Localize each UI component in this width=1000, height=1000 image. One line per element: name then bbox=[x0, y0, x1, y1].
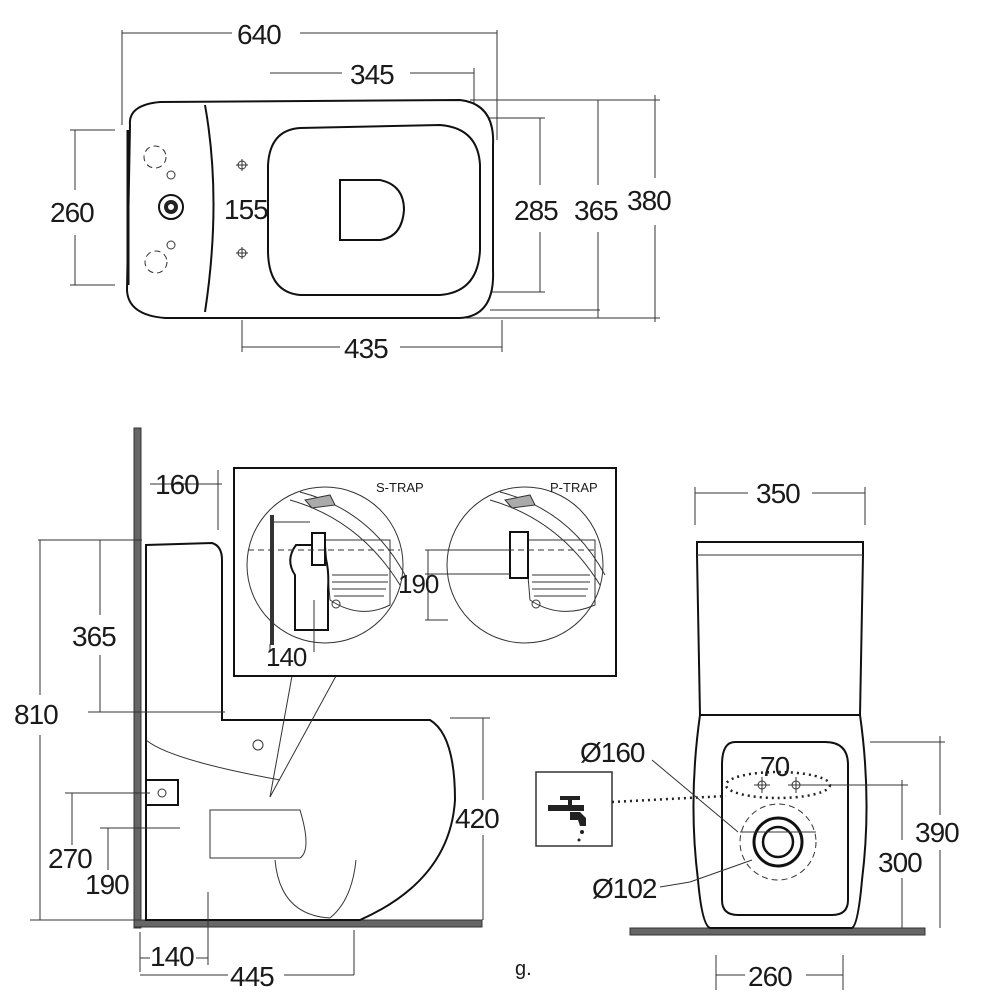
dim-overall-width: 380 bbox=[627, 185, 671, 216]
dim-fixing-to-front: 435 bbox=[344, 333, 388, 364]
dim-tank-height: 365 bbox=[72, 621, 116, 652]
dim-seat-width: 285 bbox=[514, 195, 558, 226]
dim-p-trap-height: 190 bbox=[398, 569, 439, 599]
side-view: 160 365 810 420 270 190 140 445 bbox=[14, 427, 500, 992]
p-trap-label: P-TRAP bbox=[550, 480, 598, 495]
dim-overall-height: 810 bbox=[14, 699, 58, 730]
dim-outlet-height: 190 bbox=[85, 869, 129, 900]
dim-connector-diameter: Ø160 bbox=[580, 737, 645, 768]
s-trap-label: S-TRAP bbox=[376, 480, 424, 495]
trap-inset: S-TRAP 140 P-TRAP 190 bbox=[233, 467, 617, 677]
dim-seat-length: 345 bbox=[350, 59, 394, 90]
dim-overall-length: 640 bbox=[237, 19, 281, 50]
dim-inlet-height: 270 bbox=[48, 843, 92, 874]
dim-depth-from-wall: 445 bbox=[230, 961, 274, 992]
front-floor bbox=[629, 927, 926, 936]
front-view: 350 Ø160 70 Ø102 390 300 260 bbox=[535, 478, 960, 992]
dim-back-height: 390 bbox=[915, 817, 959, 848]
dim-s-trap-offset: 140 bbox=[266, 642, 307, 672]
dim-front-tank-width: 350 bbox=[756, 478, 800, 509]
dim-wall-gap: 160 bbox=[155, 469, 199, 500]
dim-bowl-width: 365 bbox=[574, 195, 618, 226]
floor bbox=[133, 919, 483, 928]
footer-mark: g. bbox=[515, 958, 532, 980]
dim-fixing-spacing: 155 bbox=[224, 194, 268, 225]
dim-base-width: 260 bbox=[748, 961, 792, 992]
dim-rim-height: 420 bbox=[455, 803, 499, 834]
dim-outlet-diameter: Ø102 bbox=[592, 873, 657, 904]
dim-outlet-from-wall: 140 bbox=[150, 941, 194, 972]
dim-inlet-spacing: 70 bbox=[760, 751, 790, 782]
dim-outlet-height-front: 300 bbox=[878, 847, 922, 878]
dim-tank-width-top: 260 bbox=[50, 197, 94, 228]
wall bbox=[133, 427, 142, 929]
top-view: 640 345 260 155 285 365 380 435 bbox=[50, 19, 672, 364]
